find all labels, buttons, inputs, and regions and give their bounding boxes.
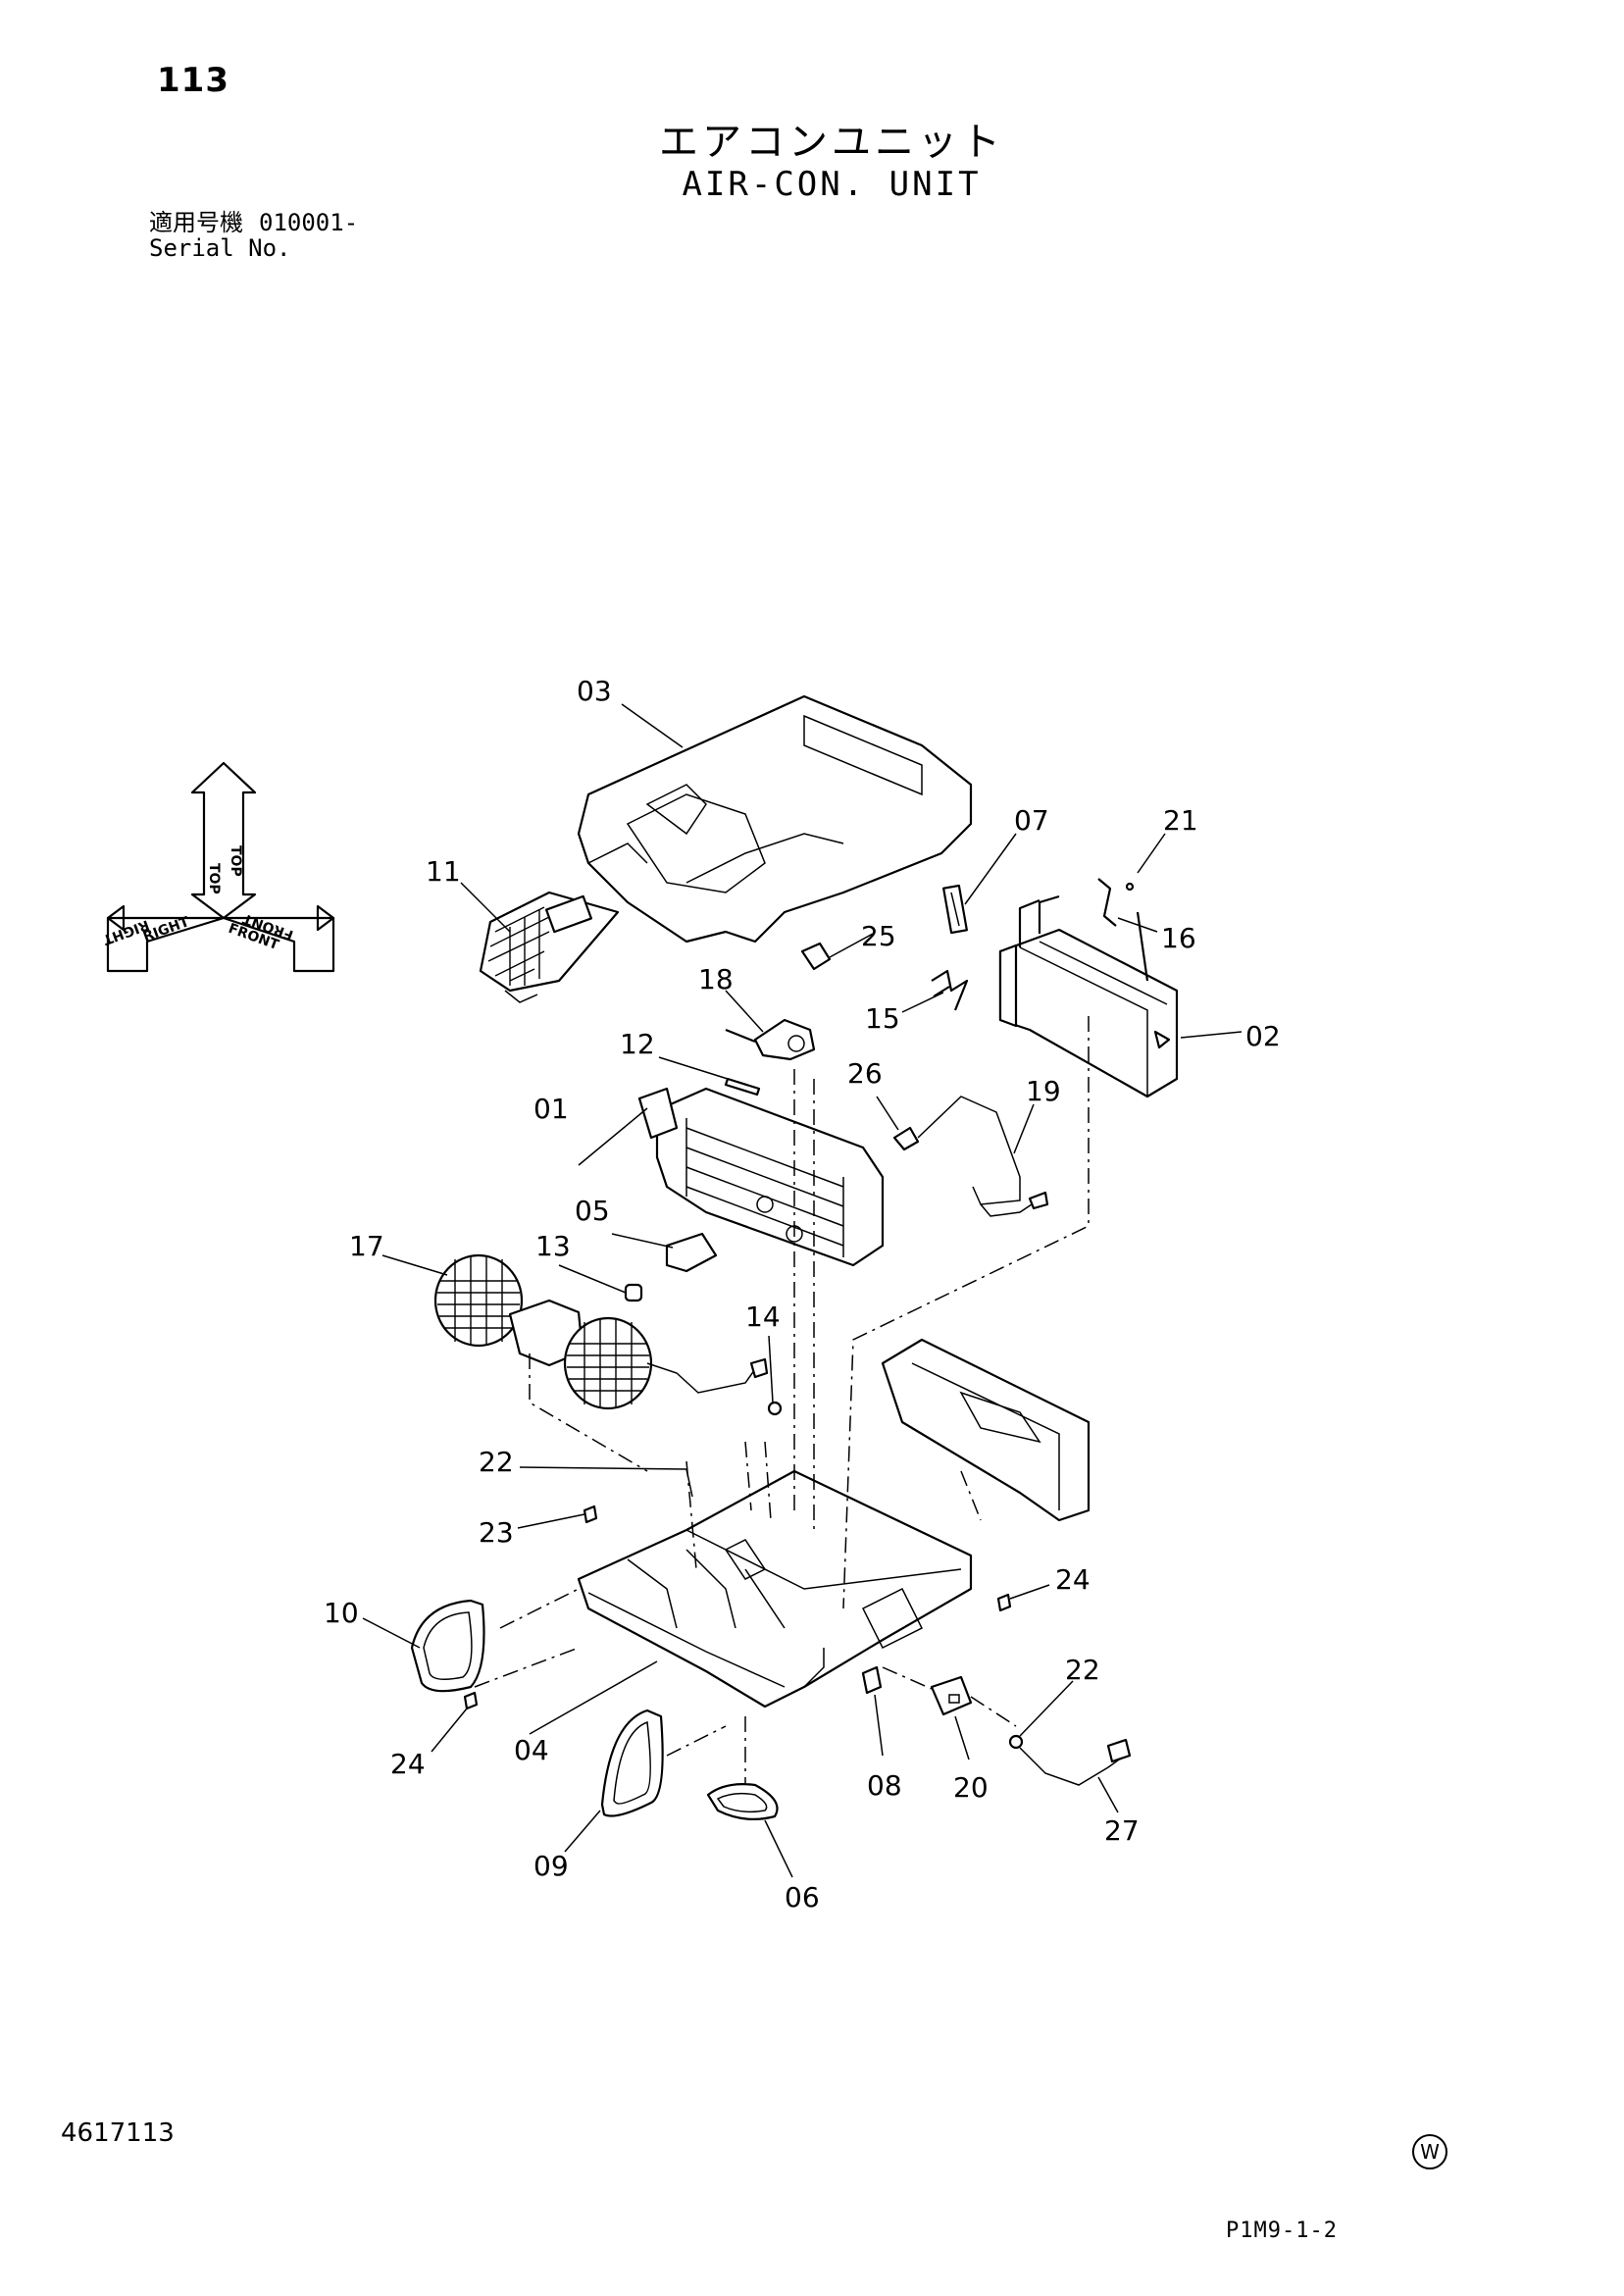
- document-code: 4617113: [61, 2118, 175, 2148]
- front-arrow: [223, 916, 335, 973]
- part-26-19-harness: [892, 1096, 1049, 1217]
- callout-labels: 03 11 07 21 16 25 15 18 12 26 19 01 02 0…: [324, 675, 1281, 1913]
- part-20-22-27-harness: [930, 1675, 1132, 1786]
- assembly-lines: [474, 1016, 1090, 1785]
- part-21-16-clip: [1097, 878, 1135, 927]
- part-01-evaporator: [637, 1087, 885, 1267]
- leader-lines: [362, 703, 1243, 1878]
- callout-16: 16: [1161, 922, 1196, 954]
- page-reference: P1M9-1-2: [1226, 2219, 1338, 2243]
- callout-01: 01: [533, 1093, 569, 1125]
- circled-mark: W: [1412, 2134, 1447, 2169]
- part-05-resistor: [665, 1232, 718, 1273]
- part-07-bracket: [942, 884, 968, 935]
- callout-02: 02: [1245, 1020, 1281, 1052]
- callout-24-right: 24: [1055, 1563, 1091, 1596]
- callout-14: 14: [745, 1301, 781, 1333]
- callout-11: 11: [426, 855, 461, 888]
- callout-15: 15: [865, 1002, 900, 1035]
- part-02-heater-core: [998, 894, 1179, 1098]
- part-10-seal: [410, 1599, 485, 1693]
- page-title-japanese: エアコンユニット: [659, 120, 1004, 165]
- callout-27: 27: [1104, 1814, 1140, 1847]
- top-label: TOP: [206, 863, 222, 894]
- part-12-pin: [724, 1077, 761, 1097]
- callout-08: 08: [867, 1769, 902, 1802]
- top-arrow: [190, 761, 257, 920]
- callout-25: 25: [861, 920, 896, 952]
- part-13-bushing: [624, 1283, 643, 1302]
- part-14-grommet: [767, 1401, 783, 1416]
- page-number: 113: [157, 61, 229, 100]
- part-09-seal: [600, 1709, 664, 1817]
- callout-05: 05: [575, 1195, 610, 1227]
- callout-06: 06: [785, 1881, 820, 1913]
- callout-04: 04: [514, 1734, 549, 1766]
- right-arrow: [106, 916, 225, 973]
- callout-24-lower: 24: [390, 1748, 426, 1780]
- top-label-2: TOP: [228, 845, 243, 877]
- serial-info: 適用号機 010001- Serial No.: [149, 210, 374, 261]
- duct-part: [881, 1338, 1091, 1522]
- serial-value: 010001-: [259, 209, 359, 236]
- part-15-link: [931, 969, 969, 1011]
- callout-10: 10: [324, 1597, 359, 1629]
- callout-22: 22: [1065, 1654, 1100, 1686]
- part-25-18-actuator: [725, 942, 832, 1061]
- callout-03: 03: [577, 675, 612, 707]
- callout-17: 17: [349, 1230, 384, 1262]
- callout-19: 19: [1026, 1075, 1061, 1107]
- part-04-lower-case: [577, 1469, 973, 1709]
- callout-26: 26: [847, 1057, 883, 1090]
- part-08-cap: [861, 1665, 883, 1695]
- callout-24-upper: 23: [479, 1516, 514, 1549]
- callout-20: 20: [953, 1771, 989, 1804]
- callout-13: 13: [535, 1230, 571, 1262]
- callout-23: 22: [479, 1446, 514, 1478]
- orientation-indicator: TOP TOP RIGHT RIGHT FRONT FRONT: [100, 761, 335, 973]
- part-06-drain: [706, 1783, 779, 1821]
- callout-18: 18: [698, 963, 734, 995]
- callout-09: 09: [533, 1850, 569, 1882]
- part-11-filter: [479, 891, 620, 1003]
- serial-label-jp: 適用号機: [149, 209, 243, 236]
- part-24-clips: [463, 1505, 1012, 1710]
- page-title: AIR-CON. UNIT: [682, 165, 982, 204]
- part-03-upper-case: [577, 694, 973, 944]
- serial-label-en: Serial No.: [149, 234, 291, 262]
- callout-12: 12: [620, 1028, 655, 1060]
- callout-21: 21: [1163, 804, 1198, 837]
- part-17-blower: [433, 1253, 769, 1410]
- callout-07: 07: [1014, 804, 1049, 837]
